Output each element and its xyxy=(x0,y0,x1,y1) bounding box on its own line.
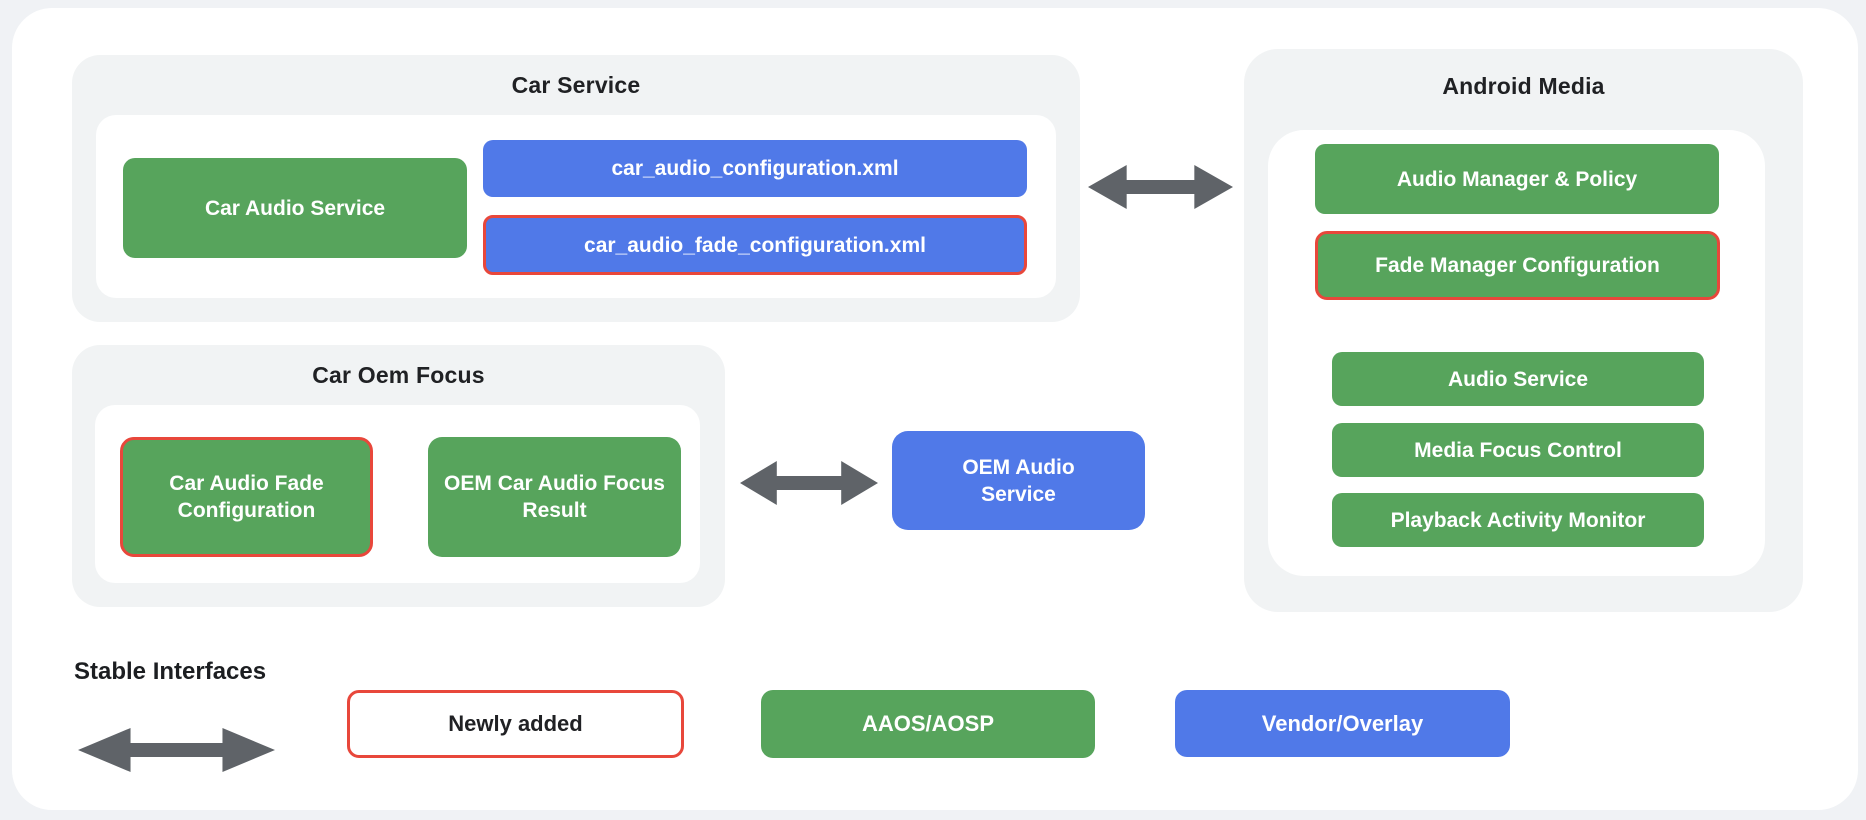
android-media-title: Android Media xyxy=(1442,73,1605,99)
double-arrow-icon xyxy=(740,461,878,505)
group-car-oem-focus: Car Oem Focus Car Audio Fade Configurati… xyxy=(72,345,725,607)
audio-manager-policy-box: Audio Manager & Policy xyxy=(1315,144,1719,214)
playback-activity-monitor-box: Playback Activity Monitor xyxy=(1332,493,1704,547)
oem-car-audio-focus-result-box: OEM Car Audio Focus Result xyxy=(428,437,681,557)
audio-service-box: Audio Service xyxy=(1332,352,1704,406)
fade-manager-configuration-box: Fade Manager Configuration xyxy=(1315,231,1720,300)
legend-newly-added: Newly added xyxy=(347,690,684,758)
group-android-media: Android Media Audio Manager & Policy Fad… xyxy=(1244,49,1803,612)
group-car-service: Car Service Car Audio Service car_audio_… xyxy=(72,55,1080,322)
car-service-title: Car Service xyxy=(511,72,641,98)
car-audio-service-box: Car Audio Service xyxy=(123,158,467,258)
car-service-panel: Car Audio Service car_audio_configuratio… xyxy=(96,115,1056,298)
car-audio-configuration-xml-box: car_audio_configuration.xml xyxy=(483,140,1027,197)
car-oem-focus-panel: Car Audio Fade Configuration OEM Car Aud… xyxy=(95,405,700,583)
android-media-panel: Audio Manager & Policy Fade Manager Conf… xyxy=(1268,130,1765,576)
double-arrow-icon xyxy=(1088,165,1233,209)
media-focus-control-box: Media Focus Control xyxy=(1332,423,1704,477)
legend-vendor-overlay: Vendor/Overlay xyxy=(1175,690,1510,757)
double-arrow-icon xyxy=(78,728,275,772)
stable-interfaces-label: Stable Interfaces xyxy=(74,658,267,685)
car-audio-fade-configuration-box: Car Audio Fade Configuration xyxy=(120,437,373,557)
legend-aaos-aosp: AAOS/AOSP xyxy=(761,690,1095,758)
oem-audio-service-box: OEM Audio Service xyxy=(892,431,1145,530)
car-oem-focus-title: Car Oem Focus xyxy=(312,362,485,388)
car-audio-fade-configuration-xml-box: car_audio_fade_configuration.xml xyxy=(483,215,1027,275)
